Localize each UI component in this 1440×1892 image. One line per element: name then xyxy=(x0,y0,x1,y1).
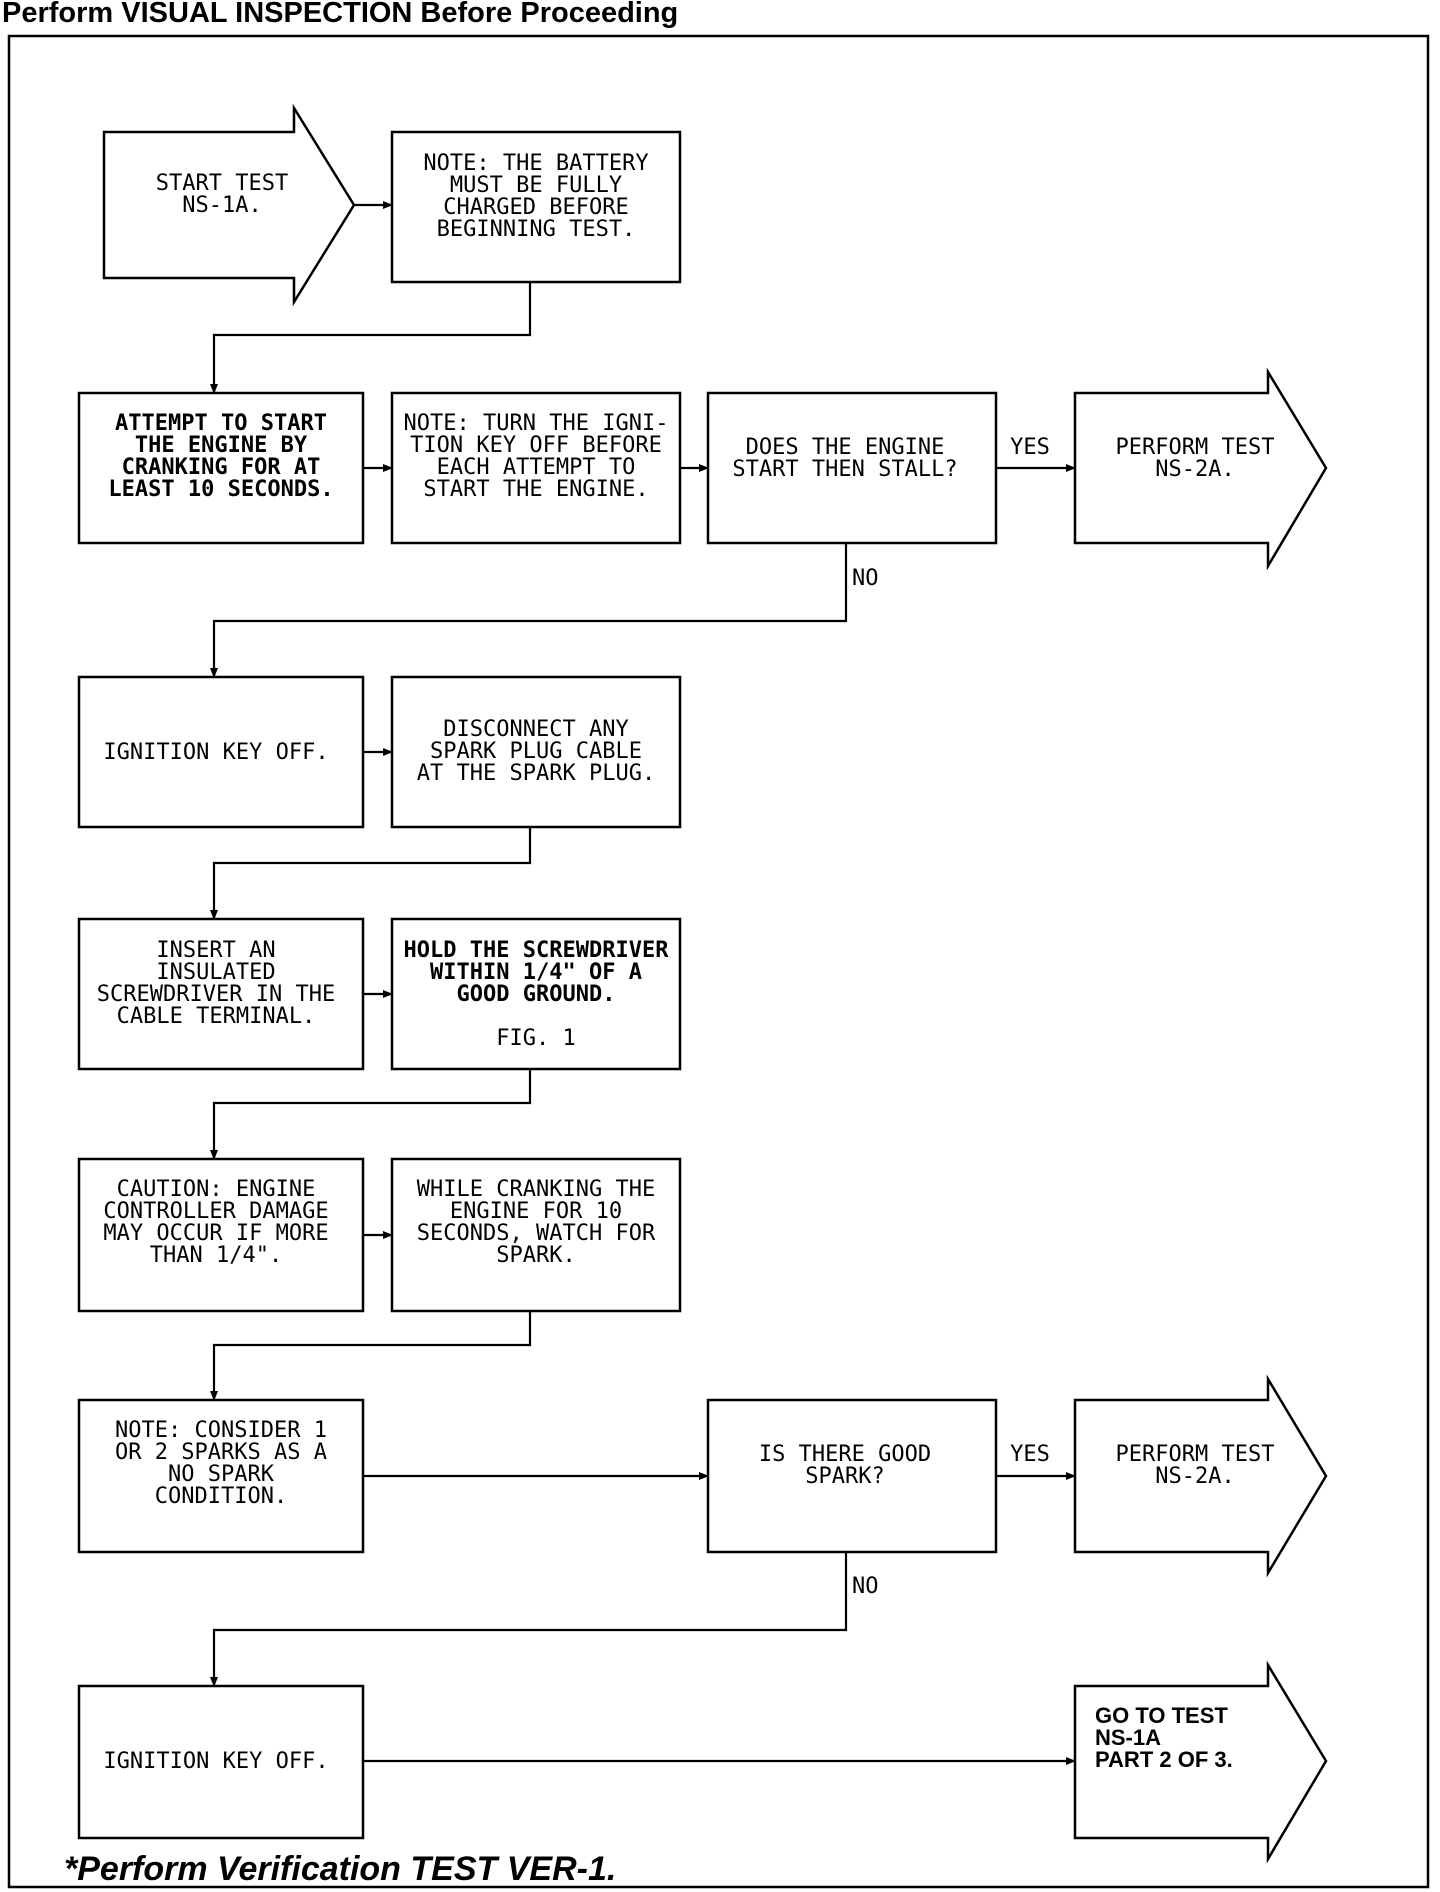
no-label-1: NO xyxy=(852,566,879,591)
text-line: GOOD GROUND. xyxy=(457,982,616,1007)
text-line: NS-1A. xyxy=(182,193,261,218)
caution-box xyxy=(77,1157,365,1313)
text-line: ATTEMPT TO START xyxy=(115,411,327,436)
text-line: PART 2 OF 3. xyxy=(1095,1747,1233,1772)
text-line: SPARK. xyxy=(496,1243,575,1268)
verification-note: *Perform Verification TEST VER-1. xyxy=(64,1850,616,1888)
text-line: IGNITION KEY OFF. xyxy=(103,1749,328,1774)
no-connector-1 xyxy=(210,543,848,678)
no-connector-2 xyxy=(210,1552,848,1687)
attempt-start-box xyxy=(77,391,365,545)
text-line: PERFORM TEST xyxy=(1116,1442,1275,1467)
ignition-key-off-text-1: IGNITION KEY OFF. xyxy=(103,740,328,765)
hold-screwdriver-box xyxy=(390,917,682,1071)
text-line: NOTE: THE BATTERY xyxy=(423,151,648,176)
text-line: NOTE: CONSIDER 1 xyxy=(115,1418,327,1443)
text-line: IS THERE GOOD xyxy=(759,1442,931,1467)
text-line: START THE ENGINE. xyxy=(423,477,648,502)
text-line: INSERT AN xyxy=(156,938,275,963)
connector xyxy=(210,1069,532,1160)
text-line: GO TO TEST xyxy=(1095,1703,1228,1728)
text-line: NS-1A xyxy=(1095,1725,1161,1750)
ignition-key-off-text-2: IGNITION KEY OFF. xyxy=(103,1749,328,1774)
start-node xyxy=(102,103,356,307)
text-line: NOTE: TURN THE IGNI- xyxy=(404,411,669,436)
text-line: DOES THE ENGINE xyxy=(746,435,945,460)
text-line: WITHIN 1/4" OF A xyxy=(430,960,642,985)
text-line: SECONDS, WATCH FOR xyxy=(417,1221,656,1246)
yes-label-1: YES xyxy=(1010,435,1050,460)
battery-note-box xyxy=(390,130,682,284)
connector xyxy=(210,1311,532,1401)
text-line: SCREWDRIVER IN THE xyxy=(97,982,335,1007)
connector xyxy=(210,282,532,394)
text-line: LEAST 10 SECONDS. xyxy=(108,477,333,502)
text-line: MAY OCCUR IF MORE xyxy=(103,1221,328,1246)
disconnect-cable-box xyxy=(390,675,682,829)
yes-label-2: YES xyxy=(1010,1442,1050,1467)
text-line: SPARK PLUG CABLE xyxy=(430,739,642,764)
text-line: CAUTION: ENGINE xyxy=(117,1177,316,1202)
text-line: OR 2 SPARKS AS A xyxy=(115,1440,327,1465)
text-line: BEGINNING TEST. xyxy=(437,217,636,242)
text-line: THE ENGINE BY xyxy=(135,433,308,458)
ignition-key-off-box-2 xyxy=(77,1684,365,1840)
goto-part2-node xyxy=(1073,1660,1328,1864)
text-line: THAN 1/4". xyxy=(150,1243,282,1268)
text-line: START THEN STALL? xyxy=(732,457,957,482)
text-line: CABLE TERMINAL. xyxy=(117,1004,316,1029)
stall-decision-box xyxy=(706,391,998,545)
text-line: CRANKING FOR AT xyxy=(122,455,321,480)
spark-decision-box xyxy=(706,1398,998,1554)
text-line: NS-2A. xyxy=(1155,457,1234,482)
text-line: INSULATED xyxy=(156,960,275,985)
text-line: CHARGED BEFORE xyxy=(443,195,628,220)
diagram-frame xyxy=(7,34,1430,1889)
text-line: CONTROLLER DAMAGE xyxy=(103,1199,328,1224)
text-line: EACH ATTEMPT TO xyxy=(437,455,636,480)
text-line: WHILE CRANKING THE xyxy=(417,1177,655,1202)
ignition-key-off-box-1 xyxy=(77,675,365,829)
spark-note-box xyxy=(77,1398,365,1554)
perform-ns2a-node-1 xyxy=(1073,367,1328,571)
text-line: IGNITION KEY OFF. xyxy=(103,740,328,765)
key-off-note-box xyxy=(390,391,682,545)
text-line: ENGINE FOR 10 xyxy=(450,1199,622,1224)
text-line: PERFORM TEST xyxy=(1116,435,1275,460)
text-line: MUST BE FULLY xyxy=(450,173,622,198)
text-line: SPARK? xyxy=(805,1464,884,1489)
text-line: DISCONNECT ANY xyxy=(443,717,628,742)
perform-ns2a-node-2 xyxy=(1073,1374,1328,1578)
text-line: TION KEY OFF BEFORE xyxy=(410,433,662,458)
figure-reference: FIG. 1 xyxy=(496,1026,575,1051)
text-line: NS-2A. xyxy=(1155,1464,1234,1489)
text-line: CONDITION. xyxy=(155,1484,287,1509)
text-line: NO SPARK xyxy=(168,1462,275,1487)
no-label-2: NO xyxy=(852,1574,879,1599)
watch-for-spark-box xyxy=(390,1157,682,1313)
connector xyxy=(210,827,532,920)
page-title: Perform VISUAL INSPECTION Before Proceed… xyxy=(2,0,678,29)
text-line: HOLD THE SCREWDRIVER xyxy=(404,938,670,963)
text-line: START TEST xyxy=(156,171,288,196)
text-line: AT THE SPARK PLUG. xyxy=(417,761,655,786)
